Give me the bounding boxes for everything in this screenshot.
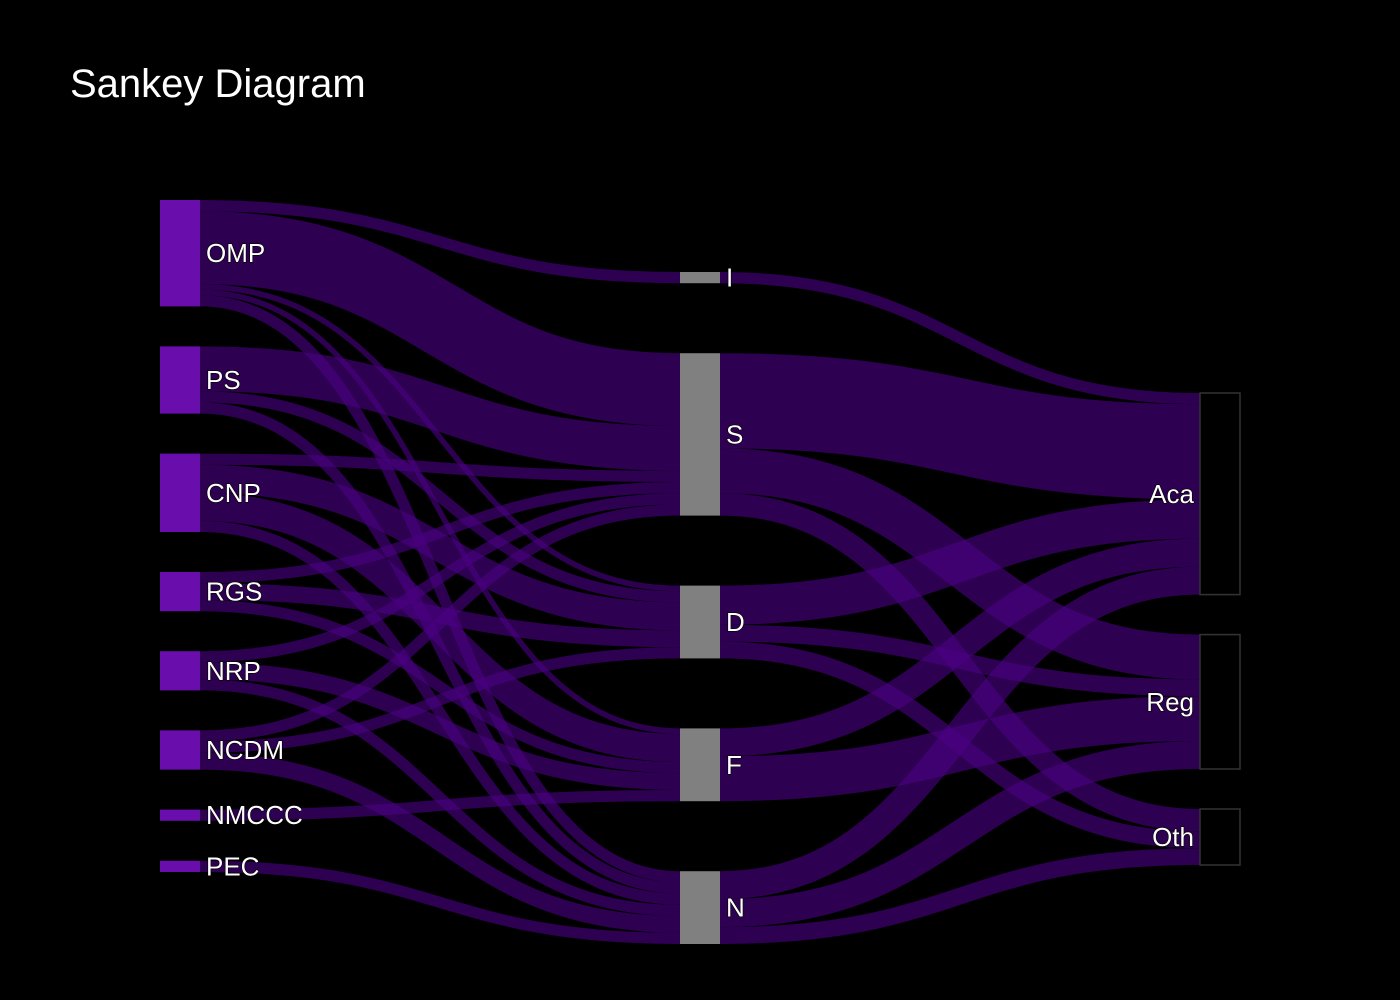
link-omp-f [199, 289, 681, 734]
link-ncdm-s [199, 504, 681, 742]
node-nrp [160, 651, 200, 691]
link-ps-n [199, 402, 681, 894]
node-label-ncdm: NCDM [206, 735, 284, 765]
node-label-omp: OMP [206, 238, 265, 268]
node-label-rgs: RGS [206, 577, 262, 607]
node-label-s: S [726, 419, 743, 449]
link-ncdm-d [199, 647, 681, 753]
node-label-n: N [726, 893, 745, 923]
node-cnp [160, 453, 200, 532]
node-label-pec: PEC [206, 851, 259, 881]
link-n-reg [719, 741, 1201, 928]
link-omp-s [199, 211, 681, 426]
link-d-aca [719, 499, 1201, 625]
node-label-nrp: NRP [206, 656, 261, 686]
node-s [680, 353, 720, 516]
link-f-aca [719, 538, 1201, 757]
link-rgs-f [199, 600, 681, 774]
link-omp-n [199, 295, 681, 883]
link-i-aca [719, 272, 1201, 405]
link-ps-s [199, 346, 681, 471]
link-n-oth [719, 848, 1201, 944]
link-cnp-n [199, 520, 681, 905]
link-nrp-f [199, 662, 681, 790]
node-label-f: F [726, 750, 742, 780]
link-s-aca [719, 353, 1201, 500]
node-nmccc [160, 809, 200, 821]
chart-title: Sankey Diagram [70, 62, 366, 106]
link-n-aca [719, 566, 1201, 900]
node-aca [1199, 392, 1241, 596]
node-pec [160, 860, 200, 872]
node-rgs [160, 572, 200, 612]
link-nmccc-f [199, 790, 681, 821]
link-nrp-n [199, 679, 681, 916]
node-label-reg: Reg [1146, 687, 1194, 717]
link-omp-d [199, 284, 681, 592]
node-label-i: I [726, 263, 733, 293]
link-ncdm-n [199, 752, 681, 933]
link-cnp-d [199, 464, 681, 631]
node-ps [160, 346, 200, 414]
node-label-oth: Oth [1152, 822, 1194, 852]
node-label-cnp: CNP [206, 478, 261, 508]
node-label-nmccc: NMCCC [206, 800, 303, 830]
link-cnp-s [199, 453, 681, 482]
link-omp-i [199, 200, 681, 284]
node-ncdm [160, 730, 200, 770]
node-omp [160, 200, 200, 307]
link-pec-n [199, 860, 681, 944]
node-label-aca: Aca [1149, 479, 1194, 509]
link-rgs-d [199, 583, 681, 648]
node-n [680, 871, 720, 944]
links [199, 200, 1201, 944]
node-i [680, 272, 720, 284]
link-ps-d [199, 391, 681, 603]
node-label-ps: PS [206, 365, 241, 395]
node-oth [1199, 808, 1241, 866]
node-d [680, 585, 720, 659]
node-f [680, 728, 720, 802]
node-label-d: D [726, 607, 745, 637]
link-rgs-s [199, 482, 681, 584]
link-nrp-s [199, 493, 681, 663]
node-reg [1199, 633, 1241, 770]
